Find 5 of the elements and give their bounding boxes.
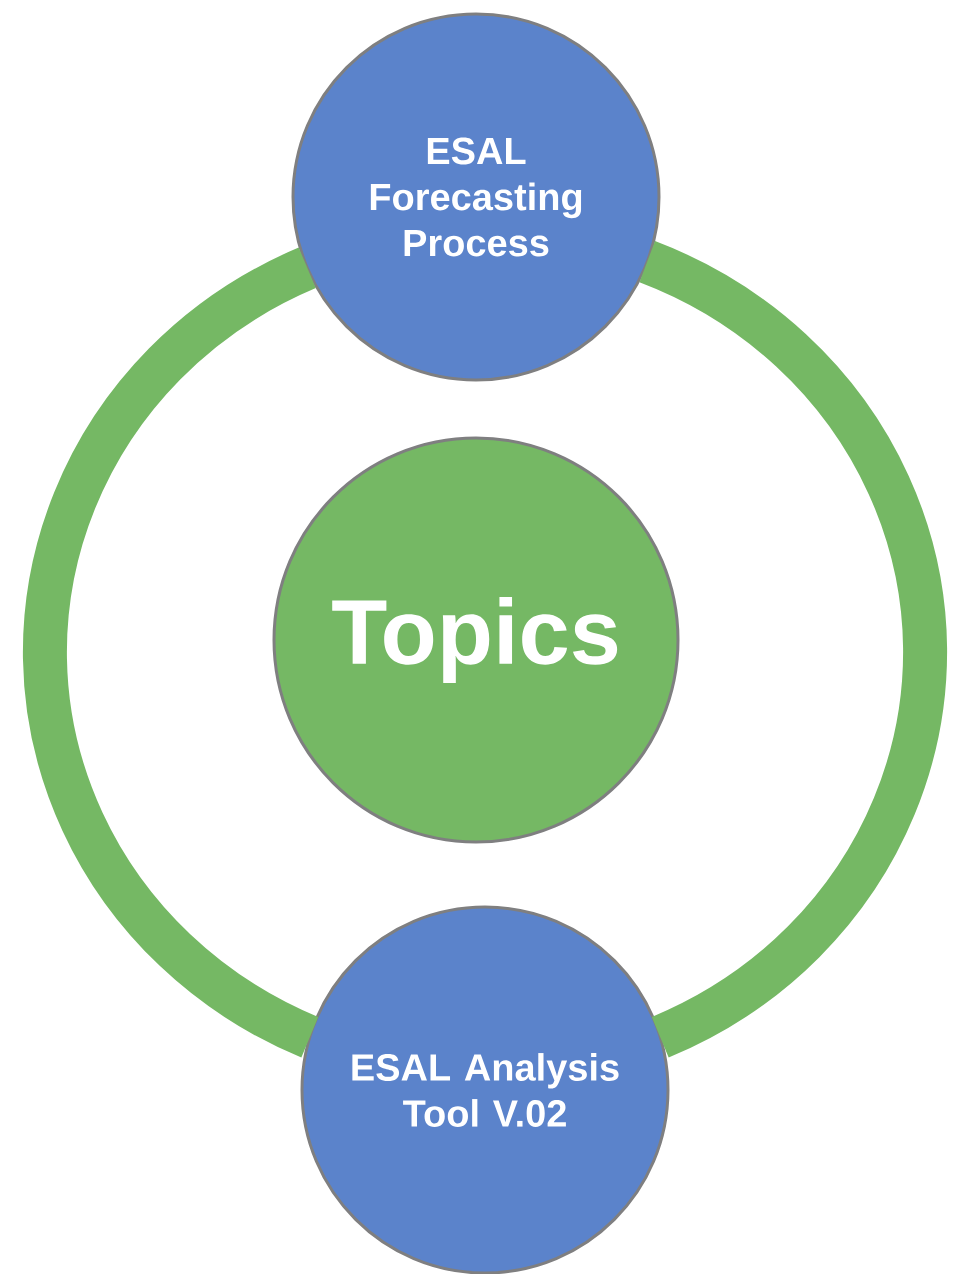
ring-arc xyxy=(23,248,319,1058)
circle-node: Topics xyxy=(272,436,680,844)
ring-arc xyxy=(638,241,947,1057)
circle-node: ESAL Analysis Tool V.02 xyxy=(300,905,670,1274)
circle-node: ESAL Forecasting Process xyxy=(291,12,661,382)
